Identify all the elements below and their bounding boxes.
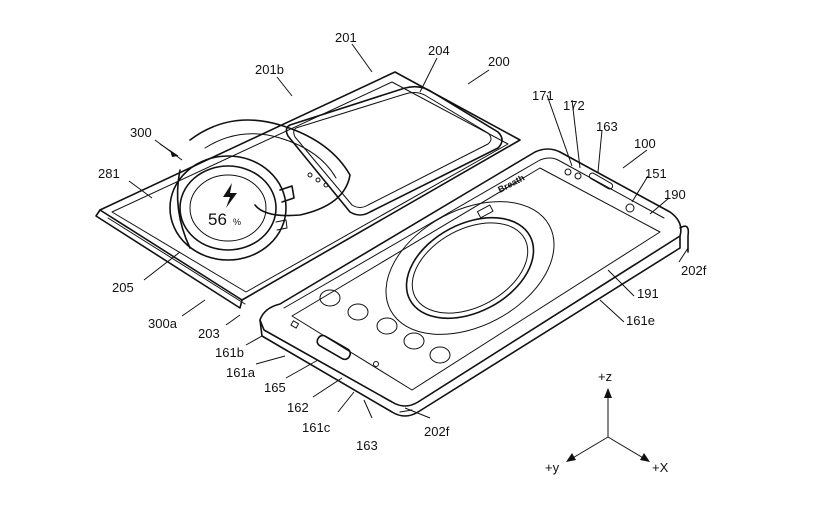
phone-screen-ui: Breath: [319, 173, 555, 364]
leader-lines: [128, 43, 689, 419]
watch-battery-value: 56: [208, 210, 227, 229]
label-161b: 161b: [215, 345, 244, 360]
label-100: 100: [634, 136, 656, 151]
label-161a: 161a: [226, 365, 256, 380]
phone-100: [259, 148, 690, 417]
phone-top-features: [564, 168, 635, 213]
label-201b: 201b: [255, 62, 284, 77]
label-163-bottom: 163: [356, 438, 378, 453]
axis-y-label: +y: [545, 460, 560, 475]
label-200: 200: [488, 54, 510, 69]
label-205: 205: [112, 280, 134, 295]
smartwatch-300: 56 %: [169, 119, 351, 261]
label-204: 204: [428, 43, 450, 58]
axis-x-label: +X: [652, 460, 669, 475]
label-203: 203: [198, 326, 220, 341]
window-204: [285, 85, 503, 216]
label-300a: 300a: [148, 316, 178, 331]
label-163-top: 163: [596, 119, 618, 134]
label-300: 300: [130, 125, 152, 140]
label-165: 165: [264, 380, 286, 395]
label-151: 151: [645, 166, 667, 181]
arrow-300: [159, 143, 179, 157]
label-172: 172: [563, 98, 585, 113]
axis-triad: +z +y +X: [545, 369, 669, 475]
label-201: 201: [335, 30, 357, 45]
label-161c: 161c: [302, 420, 331, 435]
label-191: 191: [637, 286, 659, 301]
label-281: 281: [98, 166, 120, 181]
phone-screen-title: Breath: [496, 173, 526, 195]
label-171: 171: [532, 88, 554, 103]
label-161e: 161e: [626, 313, 655, 328]
label-162: 162: [287, 400, 309, 415]
label-202f-bottom: 202f: [424, 424, 450, 439]
label-190: 190: [664, 187, 686, 202]
label-202f-right: 202f: [681, 263, 707, 278]
axis-z-label: +z: [598, 369, 612, 384]
reference-labels: 201 204 200 201b 300 281 205 300a 203 16…: [98, 30, 707, 453]
cover-201: [95, 71, 521, 309]
phone-bottom-features: [290, 320, 379, 367]
lightning-bolt-icon: [223, 183, 237, 208]
watch-battery-unit: %: [233, 217, 241, 227]
